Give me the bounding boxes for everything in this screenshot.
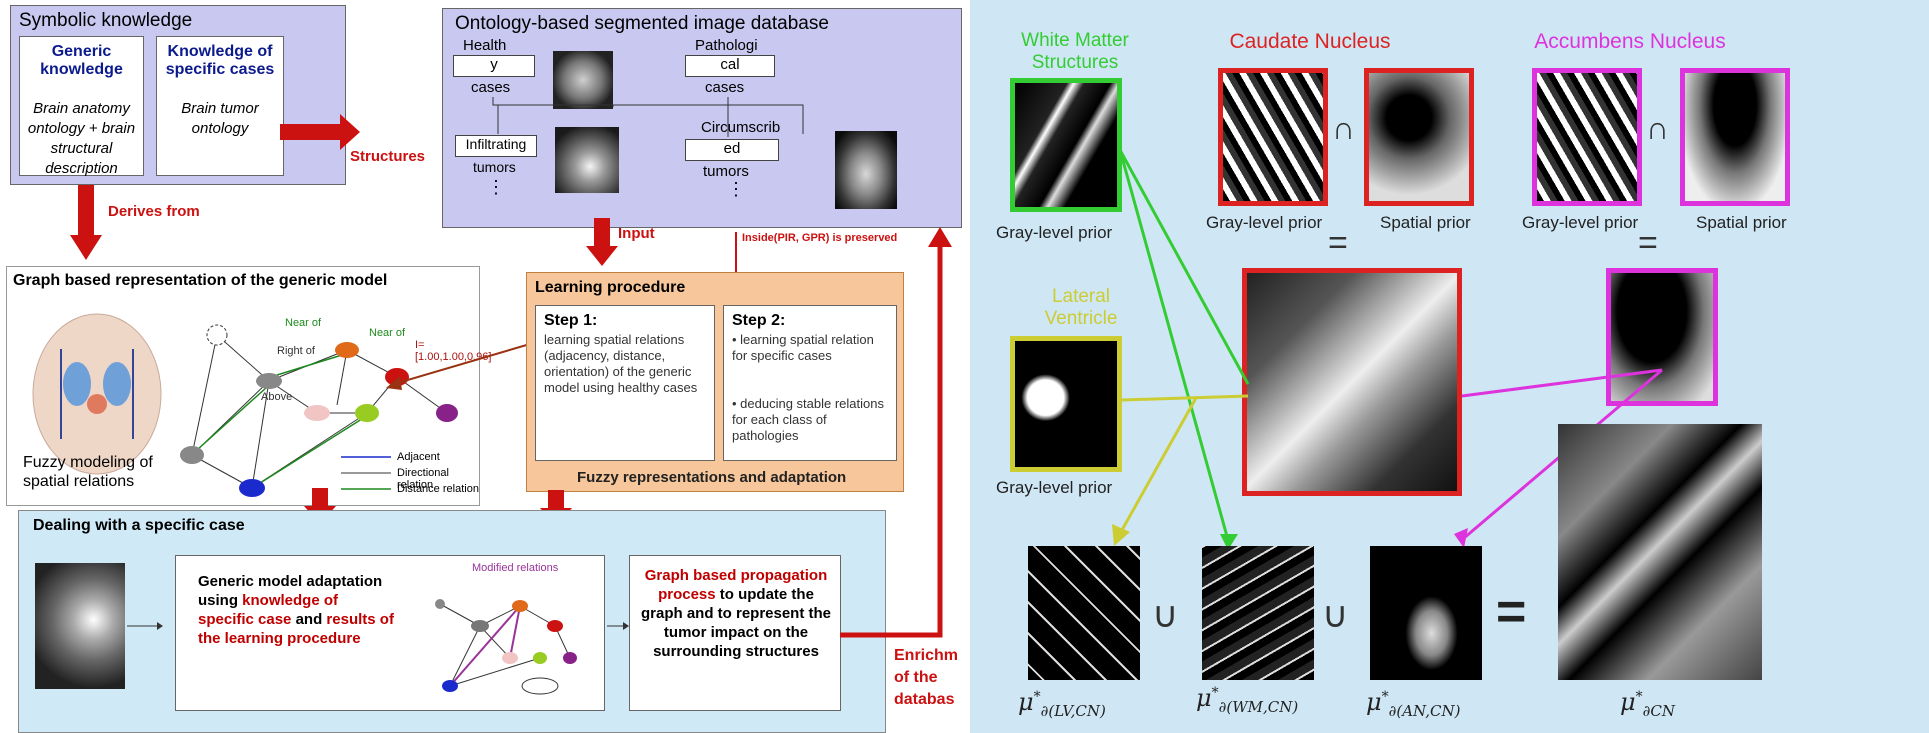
legend-distance: Distance relation [397,483,479,495]
step1-text: learning spatial relations (adjacency, d… [544,332,704,396]
cup-2: ∪ [1322,594,1348,636]
mu-lv-image [1028,546,1140,680]
circumscribed-box: ed [685,139,779,161]
propagation-text: Graph based propagation process to updat… [636,566,836,661]
mu-wm-symbol: μ [1196,684,1212,712]
learning-footer: Fuzzy representations and adaptation [577,469,846,486]
specific-knowledge-box: Knowledge of specific cases Brain tumor … [156,36,284,176]
circumscribed-dots: ⋮ [727,179,745,200]
derives-from-label: Derives from [108,203,200,220]
mu-an-star: * [1382,689,1389,705]
specific-knowledge-desc: Brain tumor ontology [161,99,279,139]
adaptation-text: Generic model adaptation using knowledge… [198,572,398,648]
arrow-mri-to-adapt [127,621,167,631]
modified-relations-label: Modified relations [472,562,558,574]
symbolic-knowledge-title: Symbolic knowledge [19,10,192,32]
propagation-box: Graph based propagation process to updat… [629,555,841,711]
step2-title: Step 2: [732,312,785,330]
mu-cn-label: μ*∂CN [1620,688,1675,720]
mu-wm-sub: ∂(WM,CN) [1219,698,1299,716]
result-equals: = [1496,582,1526,642]
mu-lv-label: μ*∂(LV,CN) [1018,688,1106,720]
adaptation-text-2: and [291,611,326,628]
above: Above [261,391,292,403]
step1-box: Step 1: learning spatial relations (adja… [535,305,715,461]
graph-title: Graph based representation of the generi… [13,271,433,290]
learning-title: Learning procedure [535,279,685,297]
derives-from-arrow [68,185,108,265]
structures-label: Structures [350,148,425,165]
right-of: Right of [277,345,315,357]
enrichment-label: Enrichm of the databas [894,645,966,711]
specific-mri-image [35,563,125,689]
mu-an-symbol: μ [1366,688,1382,716]
mu-lv-sub: ∂(LV,CN) [1041,702,1106,720]
modified-graph [420,576,600,706]
legend-lines [341,451,401,505]
mu-wm-star: * [1212,685,1219,701]
specific-case-panel: Dealing with a specific case Generic mod… [18,510,886,733]
input-label: Input [618,225,655,242]
generic-knowledge-box: Generic knowledge Brain anatomy ontology… [19,36,144,176]
specific-case-title: Dealing with a specific case [33,517,245,535]
step1-title: Step 1: [544,312,597,330]
mu-an-label: μ*∂(AN,CN) [1366,688,1460,720]
mu-an-image [1370,546,1482,680]
right-panel: White Matter Structures Gray-level prior… [970,0,1929,733]
mu-cn-sub: ∂CN [1643,702,1675,720]
infiltrating-box: Infiltrating [455,135,537,157]
mu-cn-symbol: μ [1620,688,1636,716]
infiltrating-tumors: tumors [473,159,516,175]
generic-knowledge-desc: Brain anatomy ontology + brain structura… [23,99,140,179]
enrichment-arrow [840,225,960,645]
generic-knowledge-title: Generic knowledge [24,43,139,79]
mu-wm-label: μ*∂(WM,CN) [1196,684,1298,716]
specific-knowledge-title: Knowledge of specific cases [159,43,281,79]
legend-adjacent: Adjacent [397,451,440,463]
circumscribed-mri-image [835,131,897,209]
cup-1: ∪ [1152,594,1178,636]
mu-lv-symbol: μ [1018,688,1034,716]
mu-cn-star: * [1636,689,1643,705]
graph-caption: Fuzzy modeling of spatial relations [23,453,183,491]
circumscribed-tumors: tumors [703,163,749,180]
infiltrating-dots: ⋮ [487,177,505,198]
step1-to-graph-arrow [380,336,540,396]
adaptation-box: Generic model adaptation using knowledge… [175,555,605,711]
mu-an-sub: ∂(AN,CN) [1389,702,1461,720]
circumscribed-label: Circumscrib [701,119,780,136]
ontology-database-panel: Ontology-based segmented image database … [442,8,962,228]
infiltrating-mri-image [555,127,619,193]
mu-wm-image [1202,546,1314,680]
mu-cn-image [1558,424,1762,680]
mu-lv-star: * [1034,689,1041,705]
near-of-1: Near of [285,317,321,329]
